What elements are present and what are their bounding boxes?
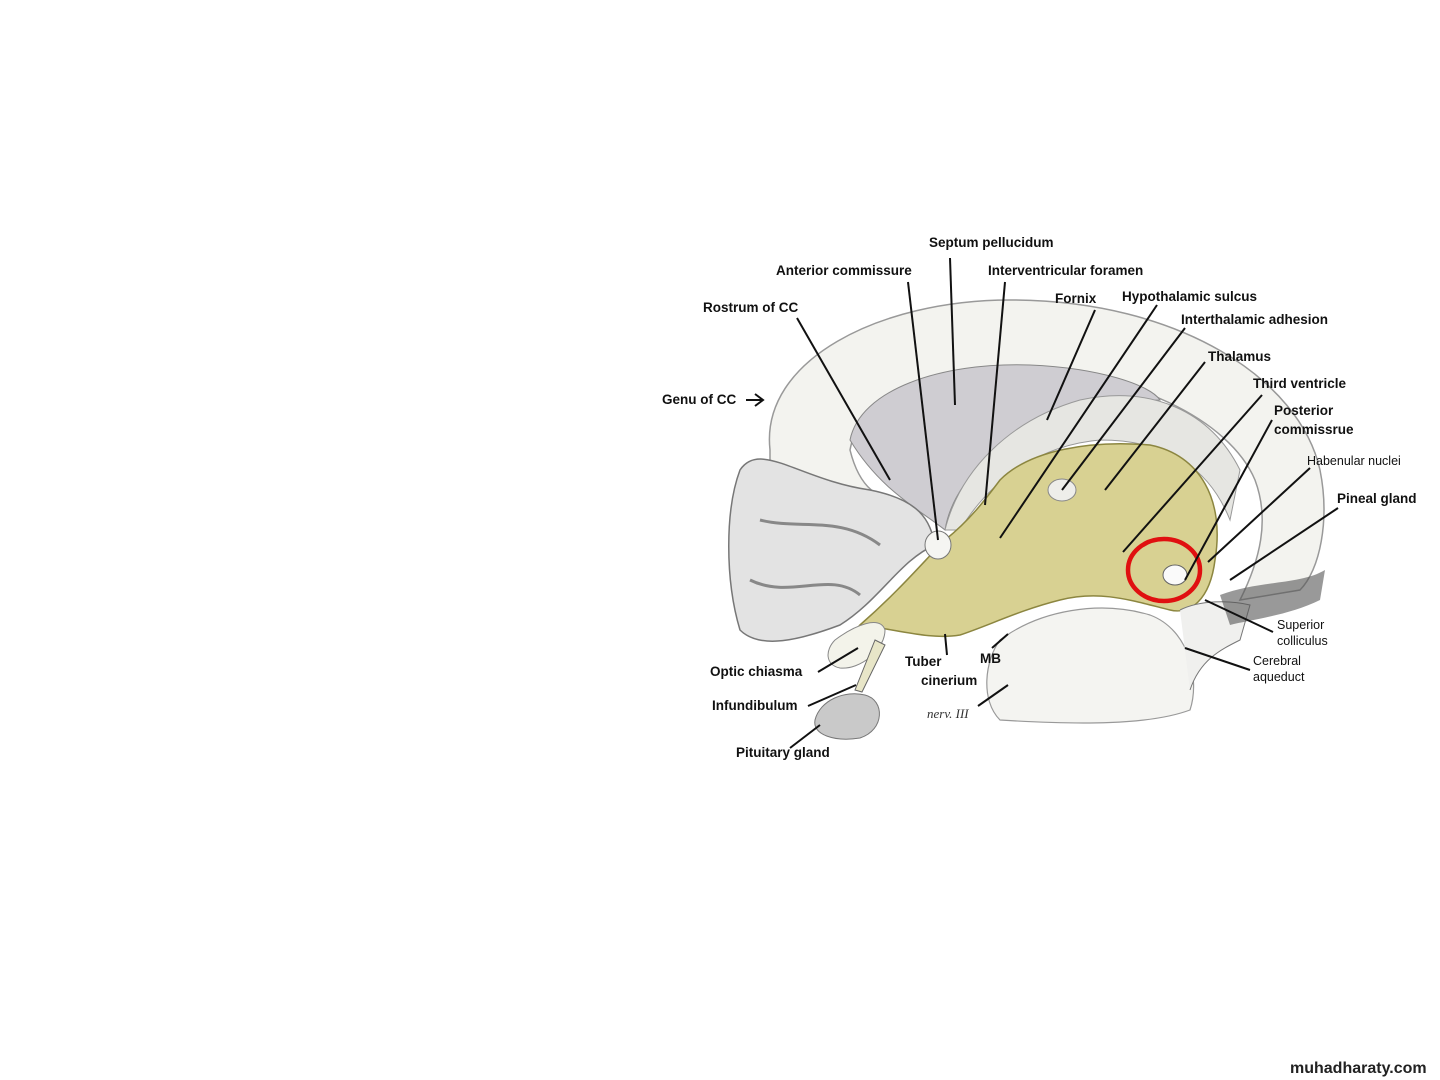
- infundibulum-shape: [854, 639, 886, 693]
- label-nerv-iii: nerv. III: [927, 706, 969, 721]
- label-cerebral-aqueduct: Cerebral: [1253, 654, 1301, 668]
- label-posterior-commissure: Posterior: [1274, 403, 1334, 418]
- highlight-circle: [1125, 536, 1203, 604]
- label-infundibulum: Infundibulum: [712, 698, 797, 713]
- label-mb: MB: [980, 651, 1001, 666]
- diencephalon-region: [858, 443, 1218, 638]
- label-habenular-nuclei: Habenular nuclei: [1307, 454, 1401, 468]
- pituitary-shape: [814, 693, 880, 740]
- label-anterior-commissure: Anterior commissure: [776, 263, 912, 278]
- label-rostrum-of-cc: Rostrum of CC: [703, 300, 798, 315]
- watermark: muhadharaty.com: [1290, 1060, 1427, 1077]
- label-cerebral-aqueduct-2: aqueduct: [1253, 670, 1305, 684]
- label-septum-pellucidum: Septum pellucidum: [929, 235, 1054, 250]
- leader-lines: [746, 257, 1339, 749]
- anterior-commissure-mark: [924, 530, 952, 560]
- label-pituitary-gland: Pituitary gland: [736, 745, 830, 760]
- label-tuber-cinerium: Tuber: [905, 654, 942, 669]
- label-interventricular-foramen: Interventricular foramen: [988, 263, 1143, 278]
- frontal-lobe: [728, 458, 936, 642]
- midbrain-region: [986, 607, 1195, 724]
- label-fornix: Fornix: [1055, 291, 1097, 306]
- label-third-ventricle: Third ventricle: [1253, 376, 1347, 391]
- label-superior-colliculus: Superior: [1277, 618, 1324, 632]
- label-interthalamic-adhesion: Interthalamic adhesion: [1181, 312, 1328, 327]
- label-optic-chiasma: Optic chiasma: [710, 664, 803, 679]
- label-genu-of-cc: Genu of CC: [662, 392, 736, 407]
- label-tuber-cinerium-2: cinerium: [921, 673, 977, 688]
- label-superior-colliculus-2: colliculus: [1277, 634, 1328, 648]
- label-posterior-commissure-2: commissrue: [1274, 422, 1354, 437]
- label-pineal-gland: Pineal gland: [1337, 491, 1417, 506]
- label-hypothalamic-sulcus: Hypothalamic sulcus: [1122, 289, 1257, 304]
- label-thalamus: Thalamus: [1208, 349, 1271, 364]
